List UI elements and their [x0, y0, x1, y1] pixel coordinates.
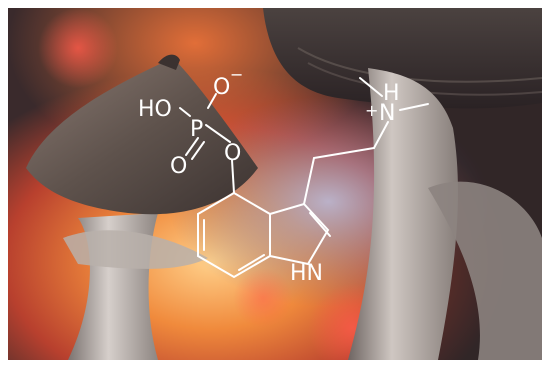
bond [205, 124, 231, 143]
atom-amine-nitrogen: N [379, 101, 395, 126]
atom-phosphorus: P [190, 117, 203, 142]
bokeh-light [233, 268, 293, 328]
left-mushroom-cap-tip [158, 54, 180, 70]
bond [373, 121, 389, 149]
bokeh-light [38, 8, 118, 88]
atom-oxygen-negative: O [213, 75, 230, 100]
negative-charge: − [230, 65, 243, 84]
bond [309, 212, 331, 237]
bond [231, 159, 235, 194]
left-mushroom [26, 54, 258, 360]
bond [185, 137, 199, 156]
bond [179, 107, 191, 117]
atom-oxygen-ester: O [224, 141, 241, 166]
right-mushroom-small-stem [428, 181, 542, 360]
atom-amine-hydrogen: H [383, 81, 400, 106]
atom-oxygen-double: O [170, 154, 187, 179]
bond [191, 141, 205, 160]
molecule-structure [179, 77, 429, 279]
photo: HO P O − O O H + N HN [8, 8, 542, 360]
positive-charge: + [365, 101, 378, 120]
left-mushroom-ring [63, 230, 208, 269]
left-mushroom-cap [26, 58, 258, 215]
bond [399, 103, 429, 111]
atom-indole-nitrogen-hydrogen: HN [290, 261, 323, 286]
bond [359, 77, 383, 97]
pyrrole-ring [269, 202, 330, 266]
bond [313, 147, 375, 159]
bond [303, 157, 315, 205]
bond [207, 93, 217, 109]
right-mushroom [263, 8, 542, 360]
atom-hydroxyl: HO [138, 97, 172, 122]
right-mushroom-stem [348, 68, 458, 360]
bond [238, 254, 265, 271]
right-mushroom-cap [263, 8, 542, 109]
photo-canvas: HO P O − O O H + N HN [8, 8, 542, 360]
